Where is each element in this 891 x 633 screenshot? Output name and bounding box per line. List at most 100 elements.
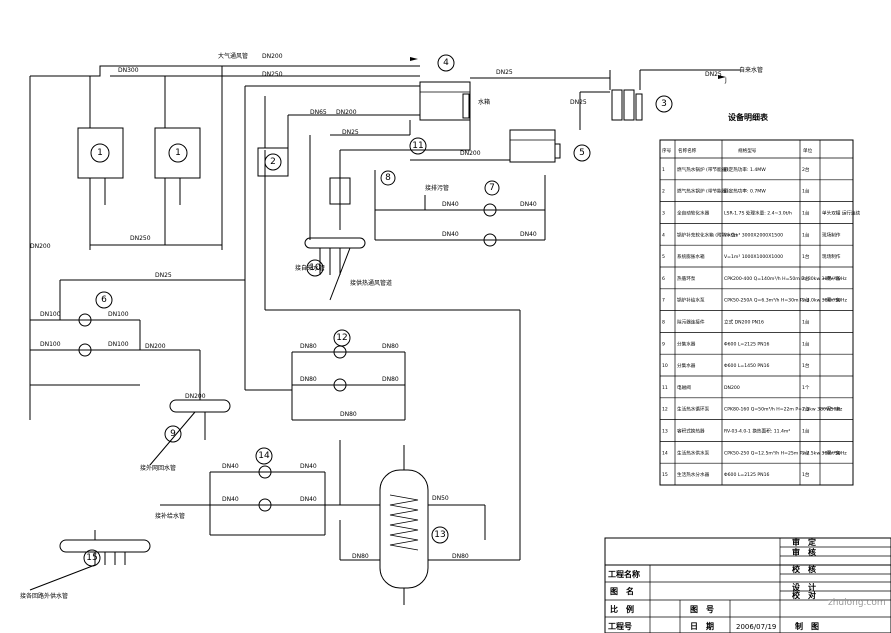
table-cell: 1台 bbox=[802, 319, 810, 326]
table-cell: 10 bbox=[662, 363, 668, 369]
label-dn300: DN300 bbox=[118, 67, 139, 74]
label-dn80-c: DN80 bbox=[300, 376, 317, 383]
tb-check: 校 对 bbox=[792, 590, 816, 600]
tag-2: 2 bbox=[270, 157, 276, 167]
table-cell: 生活热水循环泵 bbox=[677, 406, 710, 413]
label-dn40-h: DN40 bbox=[300, 496, 317, 503]
table-cell: 立式 DN200 PN16 bbox=[724, 319, 764, 326]
tb-design: 设 计 bbox=[792, 582, 816, 592]
tb-project-name: 工程名称 bbox=[608, 569, 640, 579]
tag-10: 10 bbox=[309, 263, 321, 273]
makeup-pumps-7 bbox=[374, 170, 546, 247]
tag-7: 7 bbox=[489, 183, 495, 193]
pipe-labels: 大气通风管 DN200 DN300 DN250 DN25 DN25 自来水管 J… bbox=[20, 52, 763, 600]
table-cell: 6 bbox=[662, 276, 665, 282]
label-dn80-b: DN80 bbox=[382, 343, 399, 350]
table-cell: 单头双罐 运行连续 bbox=[822, 210, 861, 217]
tag-8: 8 bbox=[385, 173, 391, 183]
table-cell: 1个 bbox=[802, 385, 810, 391]
table-cell: 1台 bbox=[802, 471, 810, 478]
table-cell: 1台 bbox=[802, 340, 810, 347]
tb-drawing-name: 图 名 bbox=[610, 586, 634, 596]
label-atmosphere: 大气通风管 bbox=[218, 52, 248, 60]
label-dn25-right: DN25 bbox=[705, 71, 722, 78]
label-dn40-b: DN40 bbox=[520, 201, 537, 208]
label-tap-water: 接自来水管 bbox=[295, 264, 325, 272]
label-return-pipe: 接外网回水管 bbox=[140, 464, 176, 472]
heat-exchanger-13 bbox=[339, 445, 520, 605]
label-main-supply: 接各回路外供水管 bbox=[20, 592, 68, 600]
table-cell: CPK200-400 Q=140m³/h H=50m P=30kw 380V/5… bbox=[724, 276, 847, 282]
table-cell: 一用一备 bbox=[822, 406, 841, 413]
label-dn100-p4: DN100 bbox=[108, 341, 129, 348]
table-cell: 5 bbox=[662, 254, 665, 260]
tag-6: 6 bbox=[101, 295, 107, 305]
dirt-separator-8 bbox=[329, 170, 396, 205]
table-cell: 容积式换热器 bbox=[677, 428, 705, 435]
table-cell: 热循环泵 bbox=[677, 275, 696, 282]
flow-arrow-icon bbox=[718, 75, 726, 79]
table-cell: RV-03-4.0-1 换热面积: 11.4m² bbox=[724, 428, 790, 435]
table-cell: 锅炉补充软化水箱 (附带水位) bbox=[677, 231, 737, 238]
label-dn40-c: DN40 bbox=[442, 231, 459, 238]
tag-1b: 1 bbox=[175, 148, 181, 158]
table-cell: 分集水器 bbox=[677, 340, 696, 347]
table-cell: 2台 bbox=[802, 297, 810, 304]
label-dn25-v: DN25 bbox=[570, 99, 587, 106]
dhw-supply-pumps-14 bbox=[160, 440, 380, 536]
label-dn80-a: DN80 bbox=[300, 343, 317, 350]
table-cell: 1台 bbox=[802, 188, 810, 195]
label-dn250-top: DN250 bbox=[262, 71, 283, 78]
label-dn40-g: DN40 bbox=[222, 496, 239, 503]
label-dn50: DN50 bbox=[432, 495, 449, 502]
tb-date-label: 日 期 bbox=[690, 621, 714, 631]
tb-draw: 制 图 bbox=[795, 621, 819, 631]
tag-3: 3 bbox=[661, 99, 667, 109]
table-cell: 生活热水供水泵 bbox=[677, 449, 710, 456]
title-block: 工程名称 图 名 比 例 工程号 图 号 日 期 2006/07/19 制 图 … bbox=[604, 537, 891, 633]
label-dn200-9: DN200 bbox=[185, 393, 206, 400]
table-cell: 燃气热水锅炉 (带节能器) bbox=[677, 188, 728, 195]
table-cell: 全自动软化水器 bbox=[677, 210, 710, 217]
table-cell: 2台 bbox=[802, 406, 810, 413]
table-cell: 14 bbox=[662, 450, 668, 456]
boiler-2 bbox=[257, 96, 289, 200]
table-cell: LSR-1.7S 处理水量: 2.4~3.0t/h bbox=[724, 210, 792, 217]
table-cell: 15 bbox=[662, 472, 668, 478]
table-cell: 分集水器 bbox=[677, 362, 696, 369]
table-cell: Φ600 L=2125 PN16 bbox=[724, 472, 770, 478]
flow-arrow-icon bbox=[410, 57, 418, 61]
distributor-15 bbox=[29, 530, 151, 591]
table-cell: DN200 bbox=[724, 385, 740, 391]
label-dn25-top: DN25 bbox=[496, 69, 513, 76]
table-cell: 额定热功率: 0.7MW bbox=[724, 188, 766, 195]
table-cell: 4 bbox=[662, 232, 665, 238]
label-dn25-mid: DN25 bbox=[342, 129, 359, 136]
label-dn100-p1: DN100 bbox=[40, 311, 61, 318]
table-cell: 1 bbox=[662, 167, 665, 173]
tag-1a: 1 bbox=[97, 148, 103, 158]
tb-approve: 审 定 bbox=[792, 537, 816, 547]
label-dn65: DN65 bbox=[310, 109, 327, 116]
label-dn100-p2: DN100 bbox=[108, 311, 129, 318]
label-dn200-tank: DN200 bbox=[460, 150, 481, 157]
boiler-1a bbox=[77, 76, 124, 215]
tag-5: 5 bbox=[579, 148, 585, 158]
tag-12: 12 bbox=[336, 333, 347, 343]
label-dn80-d: DN80 bbox=[382, 376, 399, 383]
table-cell: 一用一备 bbox=[822, 449, 841, 456]
table-header-spec: 规格型号 bbox=[738, 147, 757, 154]
watermark: zhulong.com bbox=[828, 598, 886, 608]
boiler-1b bbox=[154, 76, 201, 215]
water-softener-3 bbox=[611, 89, 643, 121]
tag-11: 11 bbox=[412, 141, 423, 151]
tag-4: 4 bbox=[443, 58, 449, 68]
table-cell: V=9m³ 3000X2000X1500 bbox=[724, 232, 783, 238]
table-cell: 2台 bbox=[802, 166, 810, 173]
table-cell: 1台 bbox=[802, 428, 810, 435]
table-cell: 3 bbox=[662, 211, 665, 217]
label-drain: 接排污管 bbox=[425, 184, 449, 192]
label-dn200-left: DN200 bbox=[30, 243, 51, 250]
label-heat-pipe: 接供热通风管道 bbox=[350, 279, 392, 287]
